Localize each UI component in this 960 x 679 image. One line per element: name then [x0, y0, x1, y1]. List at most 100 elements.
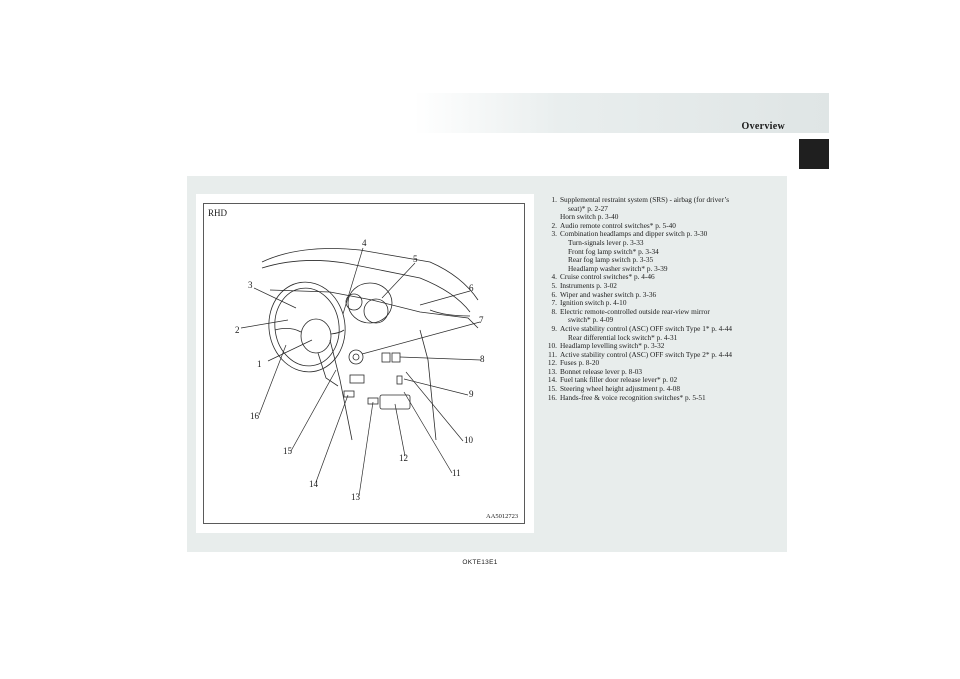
figure-frame: [203, 203, 525, 524]
low-switch-panel: [349, 374, 365, 384]
legend-text: Headlamp washer switch* p. 3-39: [568, 263, 668, 273]
dashboard-lower-edge: [261, 260, 471, 313]
steering-hub-airbag: [300, 318, 332, 354]
legend-number: 10.: [547, 341, 557, 351]
callout-16: 16: [250, 411, 259, 421]
callout-14: 14: [309, 479, 318, 489]
legend-item: 3.Combination headlamps and dipper switc…: [539, 230, 779, 273]
legend-item: 5.Instruments p. 3-02: [539, 280, 779, 291]
legend-text: Combination headlamps and dipper switch …: [560, 229, 708, 239]
mirror-switch-icon: [381, 352, 391, 363]
legend-text: Hands-free & voice recognition switches*…: [560, 392, 706, 402]
fuse-box-cover: [379, 394, 411, 410]
steering-column: [317, 352, 339, 387]
dash-face: [269, 289, 479, 329]
legend-item: 9.Active stability control (ASC) OFF swi…: [539, 323, 779, 342]
callout-10: 10: [464, 435, 473, 445]
legend-number: 13.: [547, 366, 557, 376]
callout-1: 1: [257, 359, 262, 369]
callout-3: 3: [248, 280, 253, 290]
legend-text: Instruments p. 3-02: [560, 280, 617, 290]
legend-item: 14.Fuel tank filler door release lever* …: [539, 376, 779, 385]
callout-6: 6: [469, 283, 474, 293]
legend-item: 15.Steering wheel height adjustment p. 4…: [539, 384, 779, 394]
legend-item: 12.Fuses p. 8-20: [539, 359, 779, 368]
callout-2: 2: [235, 325, 240, 335]
legend-number: 1.: [551, 195, 557, 204]
legend-text: Wiper and washer switch p. 3-36: [560, 289, 657, 299]
legend-item: 16.Hands-free & voice recognition switch…: [539, 392, 779, 403]
glovebox-line: [429, 309, 471, 317]
legend-item: 7.Ignition switch p. 4-10: [539, 299, 779, 308]
legend-text: Rear differential lock switch* p. 4-31: [568, 332, 678, 342]
legend-number: 15.: [547, 384, 557, 394]
legend-text: Electric remote-controlled outside rear-…: [560, 306, 710, 316]
legend-number: 12.: [547, 358, 557, 368]
callout-8: 8: [480, 354, 485, 364]
legend-text: Turn-signals lever p. 3-33: [568, 237, 644, 247]
asc-off-switch-icon: [396, 375, 403, 385]
legend-number: 2.: [551, 220, 557, 230]
legend-text: Active stability control (ASC) OFF switc…: [560, 323, 733, 333]
thumb-tab: [799, 139, 829, 169]
component-legend: 1.Supplemental restraint system (SRS) - …: [539, 195, 779, 403]
legend-text: Headlamp levelling switch* p. 3-32: [560, 341, 665, 351]
legend-text: Audio remote control switches* p. 5-40: [560, 220, 676, 230]
legend-item: 11.Active stability control (ASC) OFF sw…: [539, 349, 779, 360]
callout-12: 12: [399, 453, 408, 463]
legend-item: 10.Headlamp levelling switch* p. 3-32: [539, 341, 779, 351]
section-title: Overview: [741, 121, 785, 132]
legend-text: Horn switch p. 3-40: [560, 212, 619, 222]
legend-number: 16.: [547, 392, 557, 402]
callout-11: 11: [452, 468, 461, 478]
legend-text: Fuses p. 8-20: [560, 358, 600, 368]
footer-code: OKTE13E1: [462, 559, 498, 566]
legend-number: 4.: [551, 272, 557, 282]
legend-item: 1.Supplemental restraint system (SRS) - …: [539, 195, 779, 222]
leader-lines: [240, 247, 482, 497]
legend-text: Front fog lamp switch* p. 3-34: [568, 246, 659, 256]
legend-text: Bonnet release lever p. 8-03: [560, 366, 643, 376]
tachometer-icon: [345, 293, 363, 311]
instrument-cluster: [347, 282, 393, 324]
figure-code: AA5012723: [486, 513, 519, 520]
legend-number: 14.: [547, 375, 557, 385]
legend-text: switch* p. 4-09: [568, 315, 614, 325]
legend-text: Cruise control switches* p. 4-46: [560, 272, 655, 282]
legend-item: 4.Cruise control switches* p. 4-46: [539, 273, 779, 282]
legend-text: Fuel tank filler door release lever* p. …: [560, 375, 678, 385]
callout-15: 15: [283, 446, 292, 456]
figure-label: RHD: [208, 208, 228, 218]
legend-text: Ignition switch p. 4-10: [560, 298, 627, 308]
legend-text: Steering wheel height adjustment p. 4-08: [560, 384, 680, 394]
steering-wheel-inner: [274, 287, 340, 367]
legend-item: 8.Electric remote-controlled outside rea…: [539, 306, 779, 325]
callout-13: 13: [351, 492, 360, 502]
legend-text: Supplemental restraint system (SRS) - ai…: [560, 195, 730, 204]
steering-wheel-rim: [268, 281, 346, 373]
center-console: [329, 329, 437, 441]
callout-9: 9: [469, 389, 474, 399]
legend-text: Rear fog lamp switch p. 3-35: [568, 255, 654, 265]
callout-5: 5: [413, 254, 418, 264]
legend-text: seat)* p. 2-27: [568, 203, 608, 213]
legend-item: 13.Bonnet release lever p. 8-03: [539, 366, 779, 377]
legend-item: 2.Audio remote control switches* p. 5-40: [539, 220, 779, 231]
speedometer-icon: [363, 298, 389, 324]
steering-spoke-left: [274, 328, 302, 333]
fuel-door-lever-icon: [343, 390, 355, 398]
header-band: [414, 93, 829, 133]
dashboard-top-edge: [261, 248, 479, 301]
ignition-switch-icon: [348, 349, 364, 365]
legend-number: 8.: [551, 306, 557, 316]
callout-4: 4: [362, 238, 367, 248]
legend-number: 7.: [551, 298, 557, 308]
legend-number: 6.: [551, 289, 557, 299]
legend-number: 11.: [548, 349, 557, 359]
legend-item: 6.Wiper and washer switch p. 3-36: [539, 289, 779, 300]
legend-number: 3.: [551, 229, 557, 239]
legend-text: Active stability control (ASC) OFF switc…: [560, 349, 733, 359]
legend-number: 5.: [551, 280, 557, 290]
steering-spoke-right: [330, 329, 345, 335]
